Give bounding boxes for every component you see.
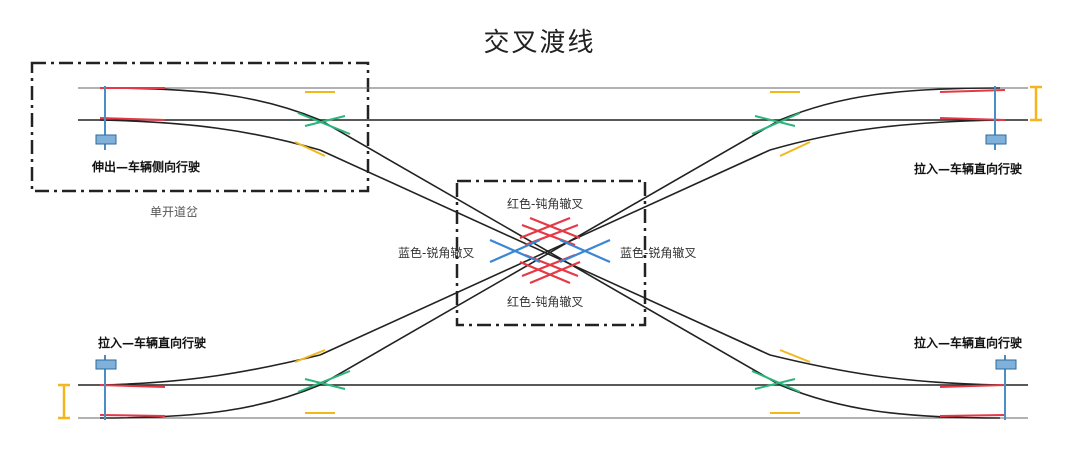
diag-tr-bl-a [319, 119, 781, 386]
bottom-left-motion-label: 拉入—车辆直向行驶 [98, 336, 207, 350]
bl-point-rail-a [99, 384, 166, 388]
tl-point-rail-b [99, 117, 166, 121]
br-switch-machine [995, 355, 1017, 420]
diamond-crossing-frame [455, 179, 647, 327]
blue-acute-label-left: 蓝色-锐角辙叉 [398, 246, 475, 260]
acute-frogs-blue [489, 238, 611, 264]
tr-gauge-marker [1030, 85, 1042, 122]
diagram-title: 交叉渡线 [483, 28, 596, 58]
single-turnout-frame [30, 61, 370, 193]
br-switch-curve-a [779, 384, 1001, 419]
single-turnout-label: 单开道岔 [150, 205, 199, 219]
tr-switch-machine [985, 86, 1007, 150]
red-obtuse-label-bottom: 红色-钝角辙叉 [507, 295, 584, 309]
blue-acute-label-right: 蓝色-锐角辙叉 [620, 246, 697, 260]
guard-rails [294, 91, 811, 414]
br-point-rail-a [939, 384, 1006, 388]
bl-gauge-marker [58, 383, 70, 420]
tr-switch-curve-b [769, 119, 1001, 151]
tl-switch-curve-b [99, 119, 321, 151]
tr-switch-curve-a [779, 87, 1001, 121]
frogs-green [297, 112, 801, 393]
bottom-right-motion-label: 拉入—车辆直向行驶 [914, 336, 1023, 350]
bl-switch-curve-a [99, 384, 321, 419]
tl-switch-curve-a [99, 87, 321, 121]
top-right-motion-label: 拉入—车辆直向行驶 [914, 162, 1023, 176]
bl-point-rail-b [99, 414, 166, 417]
tl-switch-machine [95, 86, 117, 150]
top-left-motion-label: 伸出—车辆侧向行驶 [92, 160, 201, 174]
br-point-rail-b [939, 414, 1006, 417]
diag-tr-bl-b [319, 149, 771, 356]
br-switch-curve-b [769, 354, 1001, 386]
bl-switch-machine [95, 355, 117, 420]
red-obtuse-label-top: 红色-钝角辙叉 [507, 197, 584, 211]
bl-switch-curve-b [99, 354, 321, 386]
